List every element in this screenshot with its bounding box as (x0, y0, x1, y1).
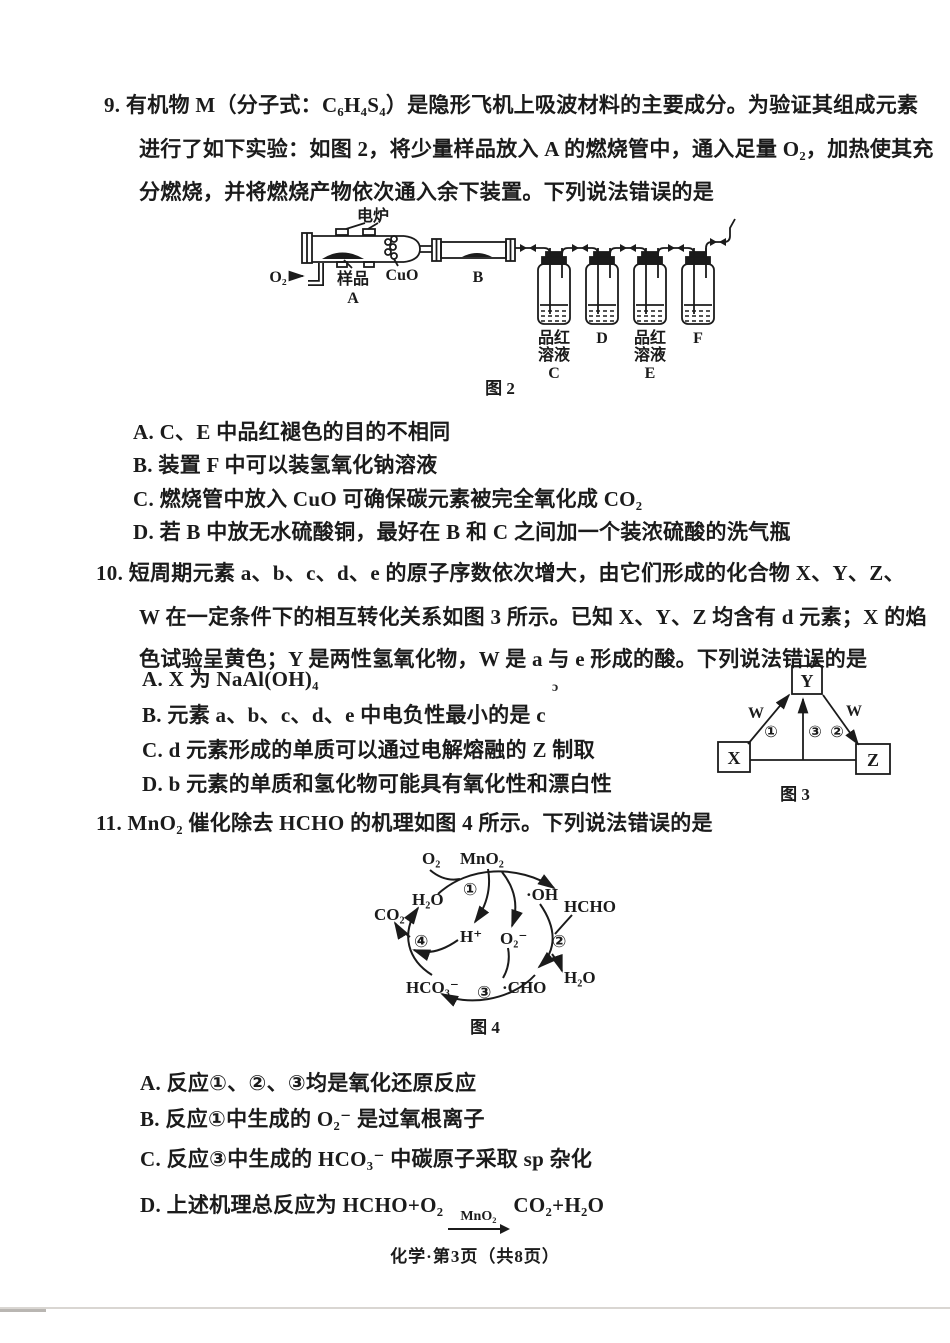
fig3-label-w-left: W (748, 705, 764, 722)
fig2-label-fuchsin-c2: 溶液 (538, 345, 571, 364)
q11-option-a: A. 反应①、②、③均是氧化还原反应 (140, 1071, 477, 1095)
fig2-label-b: B (473, 269, 484, 286)
fig2-label-a: A (347, 290, 359, 307)
fig4-species-mno2: MnO₂ (460, 849, 504, 868)
q9-option-c: C. 燃烧管中放入 CuO 可确保碳元素被完全氧化成 CO₂ (133, 487, 643, 511)
fig4-species-o2: O₂ (422, 849, 440, 868)
fig2-caption: 图 2 (485, 379, 515, 398)
fig4-species-co2: CO₂ (374, 905, 405, 924)
catalyst-label: MnO₂ (460, 1209, 497, 1224)
page-footer: 化学·第3页（共8页） (390, 1247, 560, 1266)
fig4-species-hco3: HCO₃⁻ (406, 978, 459, 997)
fig2-label-sample: 样品 (337, 269, 369, 288)
fig4-label-reaction-4: ④ (414, 932, 428, 951)
fig4-caption: 图 4 (470, 1018, 500, 1037)
q9-line-1: 9. 有机物 M（分子式：C₆H₄S₄）是隐形飞机上吸波材料的主要成分。为验证其… (104, 93, 919, 117)
q11-option-d: D. 上述机理总反应为 HCHO+O₂ MnO₂ CO₂+H₂O (140, 1192, 604, 1236)
fig4-species-oh-radical: ·OH (526, 885, 558, 904)
fig2-label-e: E (645, 365, 656, 382)
fig4-species-h2o-top: H₂O (412, 890, 444, 909)
q10-line-2: W 在一定条件下的相互转化关系如图 3 所示。已知 X、Y、Z 均含有 d 元素… (139, 605, 927, 629)
q11-stem: 11. MnO₂ 催化除去 HCHO 的机理如图 4 所示。下列说法错误的是 (96, 811, 713, 835)
reaction-arrow (448, 1224, 511, 1234)
tube-clamps (520, 238, 726, 252)
q10-option-a: A. X 为 NaAl(OH)₄ (142, 667, 319, 691)
q9-option-b: B. 装置 F 中可以装氢氧化钠溶液 (133, 453, 438, 477)
q10-option-c: C. d 元素形成的单质可以通过电解熔融的 Z 制取 (142, 738, 595, 762)
fig4-label-reaction-2: ② (552, 932, 566, 951)
figure-2-apparatus: 电炉 O₂ 样品 A CuO B 品红 溶液 C D 品红 溶液 E F 图 2 (269, 206, 736, 398)
fig3-label-reaction-3: ③ (808, 724, 822, 741)
q10-option-d: D. b 元素的单质和氢化物可能具有氧化性和漂白性 (142, 772, 613, 796)
q9-line-2: 进行了如下实验：如图 2，将少量样品放入 A 的燃烧管中，通入足量 O₂，加热使… (139, 137, 934, 161)
fig4-species-h2o-right: H₂O (564, 968, 596, 987)
fig3-label-reaction-1: ① (764, 724, 778, 741)
bottle-c (537, 248, 571, 325)
drying-tube-b (420, 238, 516, 262)
q9-line-3: 分燃烧，并将燃烧产物依次通入余下装置。下列说法错误的是 (139, 180, 715, 204)
q10-option-b: B. 元素 a、b、c、d、e 中电负性最小的是 c (142, 703, 546, 727)
figure-3-triangle: Y X Z W W ① ② ③ 图 3 (717, 654, 891, 804)
fig2-label-furnace: 电炉 (357, 206, 389, 225)
fig3-label-w-right: W (846, 703, 862, 720)
combustion-tube-a (301, 222, 421, 269)
fig3-node-x: X (728, 748, 741, 768)
print-artifact: ɔ (552, 680, 559, 695)
bottle-e (633, 248, 667, 325)
q9-option-d: D. 若 B 中放无水硫酸铜，最好在 B 和 C 之间加一个装浓硫酸的洗气瓶 (133, 520, 791, 544)
fig3-label-reaction-2: ② (830, 724, 844, 741)
q11-option-c: C. 反应③中生成的 HCO₃⁻ 中碳原子采取 sp 杂化 (140, 1147, 593, 1171)
fig2-label-cuo: CuO (386, 267, 419, 284)
oxygen-inlet (288, 263, 324, 286)
fig4-species-h-plus: H⁺ (460, 927, 482, 946)
fig3-node-z: Z (867, 750, 879, 770)
q10-line-3: 色试验呈黄色；Y 是两性氢氧化物，W 是 a 与 e 形成的酸。下列说法错误的是 (139, 647, 868, 671)
fig4-species-superoxide: O₂⁻ (500, 929, 527, 948)
q10-line-1: 10. 短周期元素 a、b、c、d、e 的原子序数依次增大，由它们形成的化合物 … (96, 561, 905, 585)
fig2-label-c: C (548, 365, 560, 382)
fig2-label-d: D (596, 330, 608, 347)
fig4-label-reaction-3: ③ (477, 983, 491, 1002)
fig4-species-hcho: HCHO (564, 897, 616, 916)
q11-option-b: B. 反应①中生成的 O₂⁻ 是过氧根离子 (140, 1107, 485, 1131)
fig2-label-fuchsin-e1: 品红 (634, 328, 666, 347)
fig2-label-fuchsin-e2: 溶液 (634, 345, 667, 364)
bottle-f (681, 248, 715, 325)
fig3-frame (717, 654, 891, 775)
fig3-caption: 图 3 (780, 785, 810, 804)
scan-edge-mark (0, 1309, 46, 1312)
fig4-species-cho-radical: ·CHO (502, 978, 546, 997)
q11-option-d-prefix: D. 上述机理总反应为 HCHO+O₂ (140, 1193, 444, 1217)
figure-4-mechanism: O₂ MnO₂ ① H₂O CO₂ ·OH HCHO H⁺ ④ O₂⁻ ② H₂… (374, 849, 616, 1037)
fig3-node-y: Y (801, 671, 814, 691)
reaction-condition: MnO₂ (448, 1209, 511, 1236)
q11-option-d-suffix: CO₂+H₂O (513, 1193, 605, 1217)
bottle-d (585, 248, 619, 325)
q9-option-a: A. C、E 中品红褪色的目的不相同 (133, 420, 451, 444)
fig2-label-o2: O₂ (269, 269, 286, 286)
gas-washing-bottles (537, 248, 715, 325)
fig2-label-f: F (693, 330, 703, 347)
scan-edge-line (0, 1307, 950, 1309)
fig4-label-reaction-1: ① (463, 880, 477, 899)
fig2-label-fuchsin-c1: 品红 (538, 328, 570, 347)
fig4-arrows (393, 868, 573, 1007)
